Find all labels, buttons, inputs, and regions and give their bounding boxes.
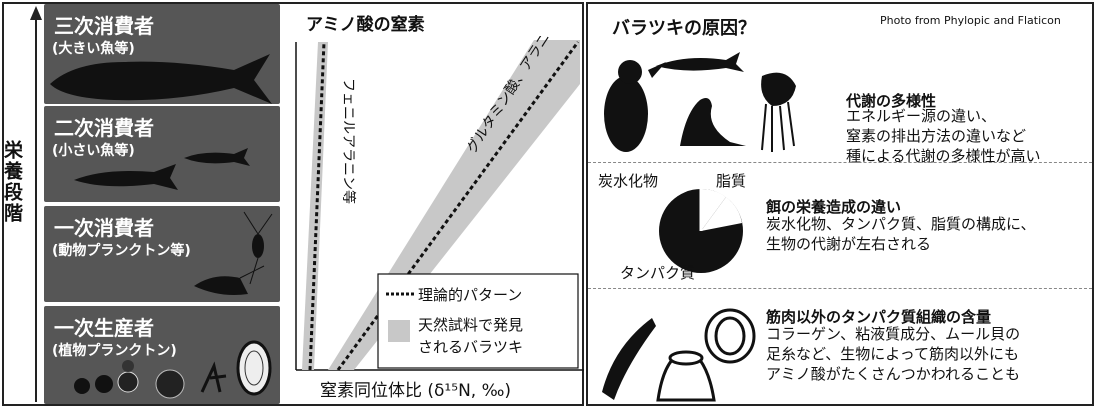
tissue-line-3: アミノ酸がたくさんつかわれることも <box>766 365 1020 383</box>
metabolism-line-3: 種による代謝の多様性が高い <box>846 147 1041 165</box>
tissue-line-1: コラーゲン、粘液質成分、ムール貝の <box>766 325 1021 343</box>
tissue-heading: 筋肉以外のタンパク質組織の含量 <box>766 308 992 326</box>
legend-band-label-2: されるバラツキ <box>418 338 523 356</box>
level-sub: (動物プランクトン等) <box>52 243 191 259</box>
legend-line-label: 理論的パターン <box>418 286 522 304</box>
metabolism-heading: 代謝の多様性 <box>846 92 937 110</box>
tissue-icon <box>602 308 756 402</box>
pie-label-carbohydrate: 炭水化物 <box>598 172 659 190</box>
pie-label-lipid: 脂質 <box>716 172 747 190</box>
level-sub: (大きい魚等) <box>52 41 135 57</box>
diet-line-2: 生物の代謝が左右される <box>766 235 932 253</box>
level-primary-consumer: 一次消費者 (動物プランクトン等) <box>44 206 280 302</box>
zooplankton-icon <box>194 211 273 295</box>
pie-label-protein: タンパク質 <box>620 264 696 282</box>
photo-credit: Photo from Phylopic and Flaticon <box>880 14 1061 27</box>
animals-icon <box>604 52 796 152</box>
metabolism-line-2: 窒素の排出方法の違いなど <box>846 127 1027 145</box>
glutamate-line <box>336 41 580 371</box>
chart-title: アミノ酸の窒素 <box>306 15 425 35</box>
level-secondary-consumer: 二次消費者 (小さい魚等) <box>44 106 280 202</box>
level-name: 一次生産者 <box>54 316 154 340</box>
right-title: バラツキの原因？ <box>612 18 756 39</box>
level-primary-producer: 一次生産者 (植物プランクトン) <box>44 306 280 404</box>
section-divider <box>588 288 1092 289</box>
trophic-arrow <box>30 6 42 402</box>
level-name: 三次消費者 <box>54 14 154 38</box>
nutrient-pie <box>659 188 743 273</box>
x-axis-label: 窒素同位体比 (δ¹⁵N, ‰) <box>320 381 512 401</box>
level-sub: (植物プランクトン) <box>52 343 177 359</box>
big-fish-icon <box>50 54 272 104</box>
band1-label: フェニルアラニン等 <box>340 78 357 204</box>
tissue-line-2: 足糸など、生物によって筋肉以外にも <box>766 345 1020 363</box>
phenylalanine-band <box>302 42 328 370</box>
metabolism-line-1: エネルギー源の違い、 <box>846 107 997 125</box>
chart-legend: 理論的パターン 天然試料で発見 されるバラツキ <box>377 273 579 369</box>
diet-line-1: 炭水化物、タンパク質、脂質の構成に、 <box>766 215 1036 233</box>
level-sub: (小さい魚等) <box>52 143 135 159</box>
level-name: 一次消費者 <box>54 216 154 240</box>
section-divider <box>588 162 1092 163</box>
level-name: 二次消費者 <box>54 116 154 140</box>
diet-heading: 餌の栄養造成の違い <box>766 198 902 216</box>
legend-band-label-1: 天然試料で発見 <box>418 316 523 334</box>
isotope-chart: フェニルアラニン等 グルタミン酸、アラニン等 理論的パターン 天然試料で発見 さ… <box>295 36 584 371</box>
level-tertiary-consumer: 三次消費者 (大きい魚等) <box>44 4 280 104</box>
phytoplankton-icon <box>74 340 272 399</box>
phenylalanine-line <box>308 41 326 371</box>
small-fish-icon <box>74 148 250 190</box>
trophic-axis-label: 栄養段階 <box>1 140 23 224</box>
